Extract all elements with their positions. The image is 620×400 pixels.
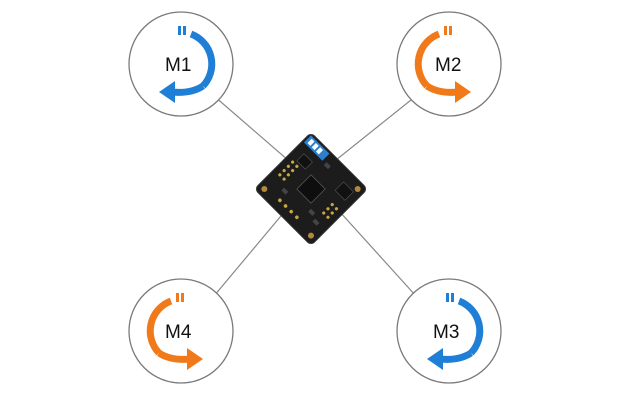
motor-ring — [396, 11, 502, 117]
motor-ring — [396, 278, 502, 384]
motor-m2: M2 — [396, 11, 502, 117]
motor-label: M4 — [165, 322, 192, 343]
rotation-arrow-icon — [146, 293, 203, 370]
rotation-arrow-icon — [414, 26, 471, 103]
motor-m1: M1 — [128, 11, 234, 117]
motor-label: M2 — [435, 55, 461, 76]
motor-label: M1 — [165, 55, 191, 76]
motor-label: M3 — [433, 322, 459, 343]
rotation-arrow-icon — [159, 26, 216, 103]
motor-ring — [128, 11, 234, 117]
motor-ring — [128, 278, 234, 384]
motor-m3: M3 — [396, 278, 502, 384]
flight-controller-board-icon — [256, 134, 366, 244]
motor-m4: M4 — [128, 278, 234, 384]
rotation-arrow-icon — [427, 293, 484, 370]
